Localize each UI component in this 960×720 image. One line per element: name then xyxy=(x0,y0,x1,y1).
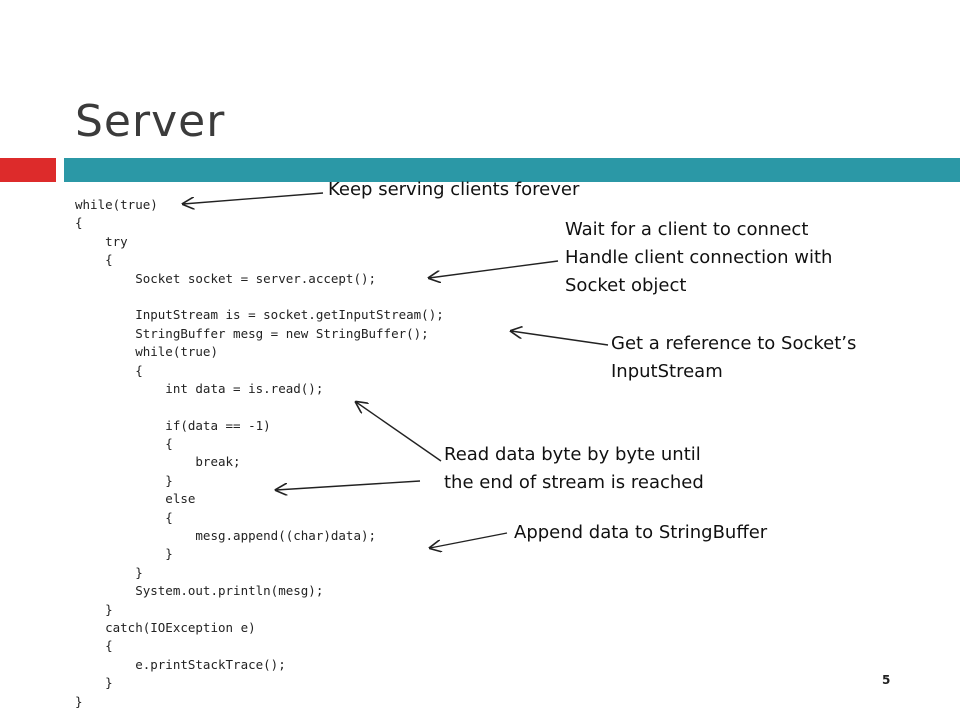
code-line: { xyxy=(75,638,113,654)
code-line: } xyxy=(75,546,173,562)
annotation-line: Append data to StringBuffer xyxy=(514,522,768,543)
annotation-read-data: Read data byte by byte until the end of … xyxy=(444,441,704,497)
annotation-line: Wait for a client to connect xyxy=(565,219,809,240)
annotation-line: Read data byte by byte until xyxy=(444,444,701,465)
annotation-line: Get a reference to Socket’s xyxy=(611,333,857,354)
annotation-line: InputStream xyxy=(611,361,723,382)
code-line: int data = is.read(); xyxy=(75,380,324,396)
code-line: e.printStackTrace(); xyxy=(75,656,286,672)
code-line: { xyxy=(75,509,173,525)
code-line: } xyxy=(75,564,143,580)
code-line: while(true) xyxy=(75,344,218,360)
annotation-input-stream: Get a reference to Socket’s InputStream xyxy=(611,330,856,386)
code-block: while(true) { try { Socket socket = serve… xyxy=(75,196,444,711)
page-number: 5 xyxy=(882,673,891,687)
code-line xyxy=(75,288,444,306)
annotation-line: Keep serving clients forever xyxy=(328,179,580,200)
annotation-line: Socket object xyxy=(565,275,687,296)
code-line: else xyxy=(75,491,196,507)
annotation-append-data: Append data to StringBuffer xyxy=(514,519,767,547)
code-line: } xyxy=(75,601,113,617)
arrow-wait-client xyxy=(429,260,559,278)
code-line: } xyxy=(75,675,113,691)
code-line: { xyxy=(75,252,113,268)
title-accent-bar-teal xyxy=(64,158,960,182)
code-line: { xyxy=(75,436,173,452)
code-line: InputStream is = socket.getInputStream()… xyxy=(75,307,444,323)
annotation-line: Handle client connection with xyxy=(565,247,833,268)
slide-title: Server xyxy=(75,96,226,147)
title-accent-bar-red xyxy=(0,158,56,182)
code-line xyxy=(75,398,444,416)
code-line: { xyxy=(75,362,143,378)
annotation-line: the end of stream is reached xyxy=(444,472,704,493)
code-line: StringBuffer mesg = new StringBuffer(); xyxy=(75,325,429,341)
code-line: catch(IOException e) xyxy=(75,619,256,635)
code-line: while(true) xyxy=(75,197,158,212)
code-line: if(data == -1) xyxy=(75,417,271,433)
code-line: } xyxy=(75,472,173,488)
arrow-input-stream xyxy=(511,331,609,346)
annotation-keep-serving: Keep serving clients forever xyxy=(328,176,579,204)
code-line: { xyxy=(75,215,83,231)
code-line: } xyxy=(75,693,83,709)
code-line: System.out.println(mesg); xyxy=(75,583,324,599)
code-line: Socket socket = server.accept(); xyxy=(75,270,377,286)
code-line: mesg.append((char)data); xyxy=(75,528,377,544)
code-line: break; xyxy=(75,454,241,470)
annotation-wait-client: Wait for a client to connect Handle clie… xyxy=(565,216,832,300)
code-line: try xyxy=(75,233,128,249)
